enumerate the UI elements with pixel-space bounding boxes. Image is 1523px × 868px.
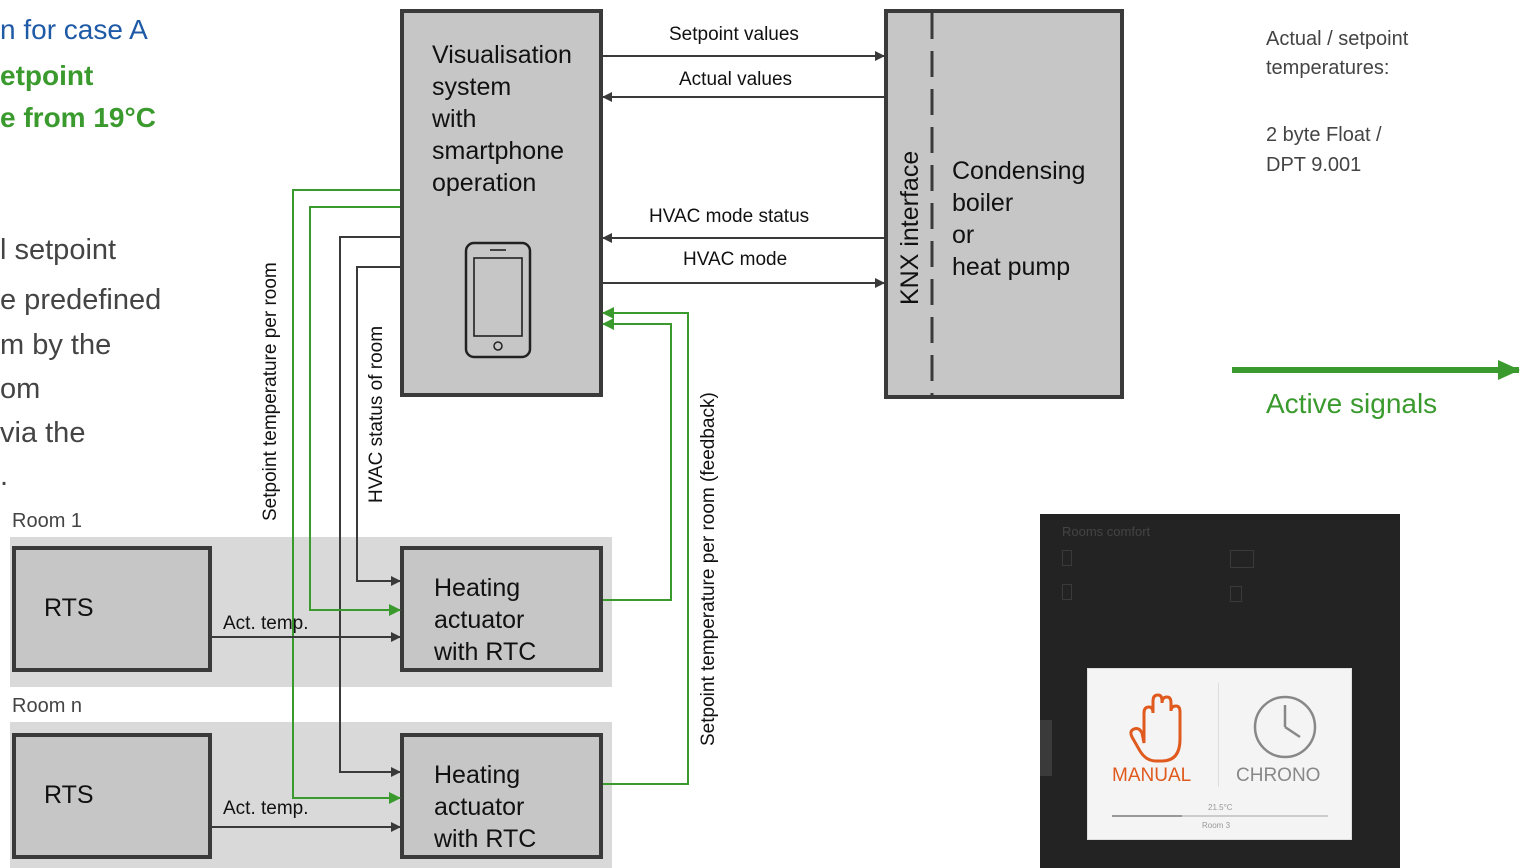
body-line-5: via the bbox=[0, 417, 86, 449]
app-header: Rooms comfort bbox=[1062, 524, 1151, 539]
body-line-1: l setpoint bbox=[0, 234, 117, 266]
line-hvac-status-room-n bbox=[356, 266, 401, 586]
temp-slider[interactable] bbox=[1112, 815, 1328, 817]
act1-line-2: actuator bbox=[434, 606, 525, 634]
vis-line-1: Visualisation bbox=[432, 41, 572, 69]
actn-line-3: with RTC bbox=[434, 825, 537, 853]
line-setpoint-room-n bbox=[292, 189, 401, 804]
room-n-label: Room n bbox=[12, 695, 83, 717]
rts-label-room-1: RTS bbox=[44, 594, 94, 622]
temp-readout: 21.5°C bbox=[1208, 803, 1233, 812]
label-actual-values: Actual values bbox=[679, 69, 793, 90]
label-act-temp-room-1: Act. temp. bbox=[223, 613, 309, 634]
title-blue: n for case A bbox=[0, 14, 148, 45]
mode-dialog: MANUAL CHRONO 21.5°C Room 3 bbox=[1087, 668, 1352, 840]
rts-box-room-n: RTS bbox=[12, 733, 212, 859]
boiler-line-3: or bbox=[952, 221, 975, 249]
line-feedback-room-n bbox=[602, 307, 689, 785]
rts-box-room-1: RTS bbox=[12, 546, 212, 672]
smartphone-icon bbox=[464, 241, 532, 359]
label-hvac-status-room: HVAC status of room bbox=[366, 325, 387, 503]
actuator-box-room-n: Heating actuator with RTC bbox=[400, 733, 603, 859]
boiler-line-4: heat pump bbox=[952, 253, 1071, 281]
act1-line-1: Heating bbox=[434, 574, 521, 602]
chrono-button[interactable]: CHRONO bbox=[1230, 681, 1340, 791]
note-line-2: temperatures: bbox=[1266, 57, 1390, 79]
hand-icon bbox=[1129, 693, 1182, 763]
label-hvac-mode-status: HVAC mode status bbox=[649, 206, 810, 227]
actn-line-2: actuator bbox=[434, 793, 525, 821]
label-setpoint-values: Setpoint values bbox=[669, 24, 799, 45]
manual-label: MANUAL bbox=[1112, 765, 1192, 786]
act1-line-3: with RTC bbox=[434, 638, 537, 666]
boiler-line-1: Condensing bbox=[952, 157, 1086, 185]
label-act-temp-room-n: Act. temp. bbox=[223, 798, 309, 819]
line-setpoint-room-1 bbox=[309, 206, 401, 616]
line-hvac-status-room-1 bbox=[339, 236, 401, 777]
body-line-6: . bbox=[0, 460, 9, 492]
chrono-label: CHRONO bbox=[1236, 765, 1321, 786]
room-1-label: Room 1 bbox=[12, 510, 83, 532]
vis-line-3: with bbox=[432, 105, 477, 133]
clock-icon bbox=[1253, 695, 1317, 759]
body-line-4: om bbox=[0, 373, 41, 405]
boiler-box: Condensing boiler or heat pump bbox=[884, 9, 1124, 399]
rts-label-room-n: RTS bbox=[44, 781, 94, 809]
manual-button[interactable]: MANUAL bbox=[1098, 681, 1208, 791]
title-green-1: etpoint bbox=[0, 60, 94, 91]
vis-line-2: system bbox=[432, 73, 512, 101]
body-line-2: e predefined bbox=[0, 284, 162, 316]
label-setpoint-per-room: Setpoint temperature per room bbox=[260, 262, 281, 521]
label-hvac-mode: HVAC mode bbox=[683, 249, 788, 270]
vis-line-5: operation bbox=[432, 169, 537, 197]
note-line-3: 2 byte Float / bbox=[1266, 124, 1382, 146]
title-green-2: e from 19°C bbox=[0, 102, 156, 133]
room-readout: Room 3 bbox=[1202, 821, 1231, 830]
legend-label: Active signals bbox=[1266, 388, 1438, 419]
vis-line-4: smartphone bbox=[432, 137, 565, 165]
note-line-1: Actual / setpoint bbox=[1266, 28, 1409, 50]
label-setpoint-feedback: Setpoint temperature per room (feedback) bbox=[698, 392, 719, 746]
visualisation-box: Visualisation system with smartphone ope… bbox=[400, 9, 603, 397]
actuator-box-room-1: Heating actuator with RTC bbox=[400, 546, 603, 672]
app-screenshot: Rooms comfort MANUAL CHRONO 21.5°C Room … bbox=[1040, 514, 1400, 868]
actn-line-1: Heating bbox=[434, 761, 521, 789]
note-line-4: DPT 9.001 bbox=[1266, 154, 1362, 176]
body-line-3: m by the bbox=[0, 329, 112, 361]
boiler-line-2: boiler bbox=[952, 189, 1014, 217]
line-feedback-room-1 bbox=[602, 318, 672, 601]
